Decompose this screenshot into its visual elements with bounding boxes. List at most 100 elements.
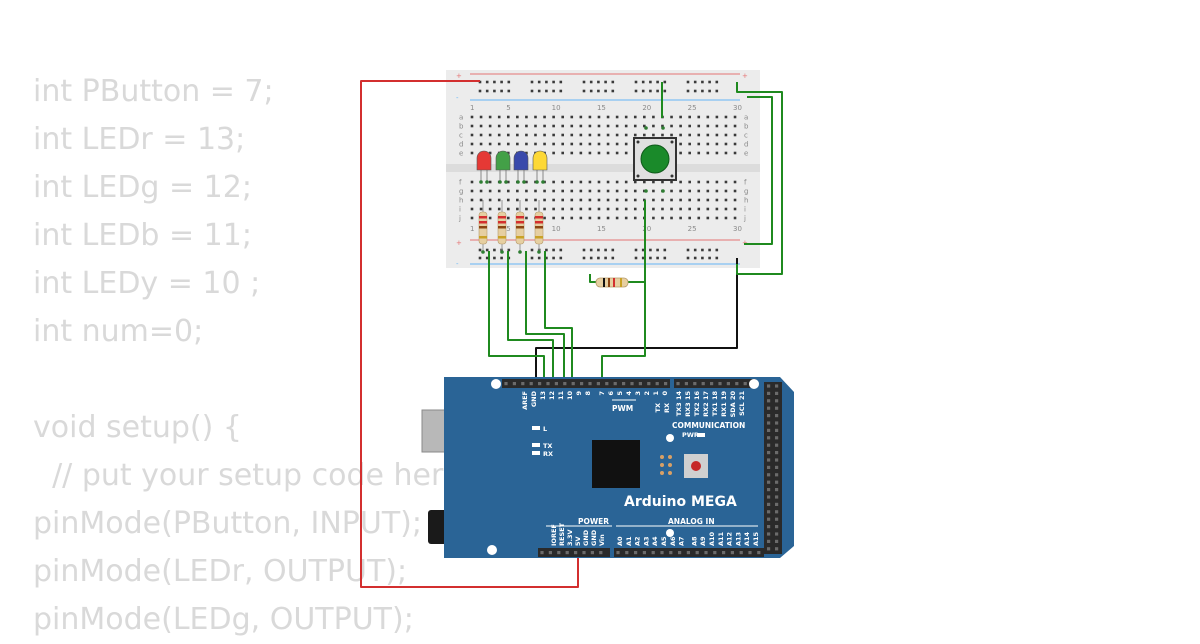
led-rx-indicator xyxy=(532,451,540,455)
header-pin xyxy=(713,551,717,555)
rail-hole xyxy=(545,256,548,260)
rail-hole xyxy=(545,248,548,252)
rail-hole xyxy=(656,248,659,252)
pin-label: TX1 18 xyxy=(711,391,719,417)
header-pin xyxy=(775,414,779,418)
header-pin xyxy=(695,551,699,555)
rail-hole xyxy=(649,256,652,260)
rail-hole xyxy=(649,80,652,84)
breadboard-hole xyxy=(652,124,655,128)
breadboard-hole xyxy=(479,115,483,119)
breadboard-hole xyxy=(697,189,701,193)
header-pin xyxy=(588,382,592,386)
breadboard-hole xyxy=(516,198,519,202)
resistor-band xyxy=(516,216,524,219)
breadboard-hole xyxy=(579,216,583,220)
breadboard-hole xyxy=(661,198,664,202)
breadboard-hole xyxy=(597,180,601,184)
header-pin xyxy=(730,551,734,555)
connection-dot xyxy=(500,250,504,254)
wire-pulldown-resistor-left xyxy=(589,274,596,283)
pin-label: RX3 15 xyxy=(684,391,692,417)
breadboard-hole xyxy=(488,198,492,202)
row-letter: a xyxy=(744,114,748,122)
breadboard-hole xyxy=(470,115,474,119)
header-pin xyxy=(767,473,771,477)
header-pin xyxy=(775,391,779,395)
reset-button[interactable] xyxy=(691,461,701,471)
breadboard-hole xyxy=(470,216,474,220)
breadboard-hole xyxy=(561,189,564,193)
breadboard-hole xyxy=(534,133,537,137)
breadboard-hole xyxy=(470,198,474,202)
connection-dot xyxy=(481,250,485,254)
breadboard-hole xyxy=(525,142,528,146)
wire-rail-minus-bridge xyxy=(744,96,773,245)
header-pin xyxy=(582,551,586,555)
breadboard-hole xyxy=(506,207,510,211)
rail-hole xyxy=(478,248,482,252)
breadboard-hole xyxy=(488,207,492,211)
breadboard-hole xyxy=(724,142,728,146)
breadboard-hole xyxy=(534,124,537,128)
header-pin xyxy=(596,382,600,386)
breadboard-hole xyxy=(543,124,546,128)
rail-hole xyxy=(611,248,615,252)
rail-hole xyxy=(597,80,600,84)
breadboard-hole xyxy=(470,133,474,137)
code-line: void setup() { xyxy=(33,410,242,445)
row-letter: c xyxy=(744,132,748,140)
rail-hole xyxy=(485,248,489,252)
header-pin xyxy=(647,382,651,386)
header-pin xyxy=(590,551,594,555)
rail-hole xyxy=(507,80,511,84)
rail-hole xyxy=(597,256,600,260)
resistor-band xyxy=(479,226,487,229)
connection-dot xyxy=(479,180,483,184)
wire-led-blue-to-pin11 xyxy=(525,251,565,384)
breadboard-hole xyxy=(679,151,682,155)
breadboard-hole xyxy=(679,207,682,211)
pin-label: 3 xyxy=(634,391,642,396)
breadboard-hole xyxy=(633,124,637,128)
rail-hole xyxy=(485,256,489,260)
led-pwr-indicator xyxy=(697,433,705,437)
breadboard-hole xyxy=(624,207,628,211)
pin-label: RX2 17 xyxy=(702,391,710,417)
rail-hole xyxy=(582,256,586,260)
connection-dot xyxy=(485,180,489,184)
breadboard-hole xyxy=(643,133,646,137)
header-pin xyxy=(775,510,779,514)
breadboard-hole xyxy=(543,189,546,193)
breadboard-hole xyxy=(715,115,719,119)
header-pin xyxy=(678,551,682,555)
header-pin xyxy=(686,551,690,555)
header-pin xyxy=(735,382,739,386)
row-letter: b xyxy=(459,123,464,131)
breadboard-hole xyxy=(724,207,728,211)
breadboard-hole xyxy=(679,133,682,137)
led-l-indicator xyxy=(532,426,540,430)
rail-hole xyxy=(649,89,652,93)
header-pin xyxy=(767,443,771,447)
pin-label: 5V xyxy=(574,536,582,546)
top-minus-label: - xyxy=(456,94,459,102)
header-pin xyxy=(775,502,779,506)
breadboard-hole xyxy=(715,133,719,137)
rail-hole xyxy=(656,256,659,260)
rail-hole xyxy=(686,248,690,252)
rail-hole xyxy=(686,80,690,84)
breadboard-hole xyxy=(661,216,664,220)
breadboard-hole xyxy=(706,142,710,146)
header-pin xyxy=(767,391,771,395)
mount-hole xyxy=(491,379,501,389)
code-line: int LEDg = 12; xyxy=(33,170,252,205)
breadboard-hole xyxy=(570,189,574,193)
breadboard-hole xyxy=(706,151,710,155)
breadboard-hole xyxy=(552,115,555,119)
header-pin xyxy=(557,551,561,555)
rail-hole xyxy=(478,89,482,93)
pin-label: 10 xyxy=(566,391,574,401)
header-pin xyxy=(571,382,575,386)
